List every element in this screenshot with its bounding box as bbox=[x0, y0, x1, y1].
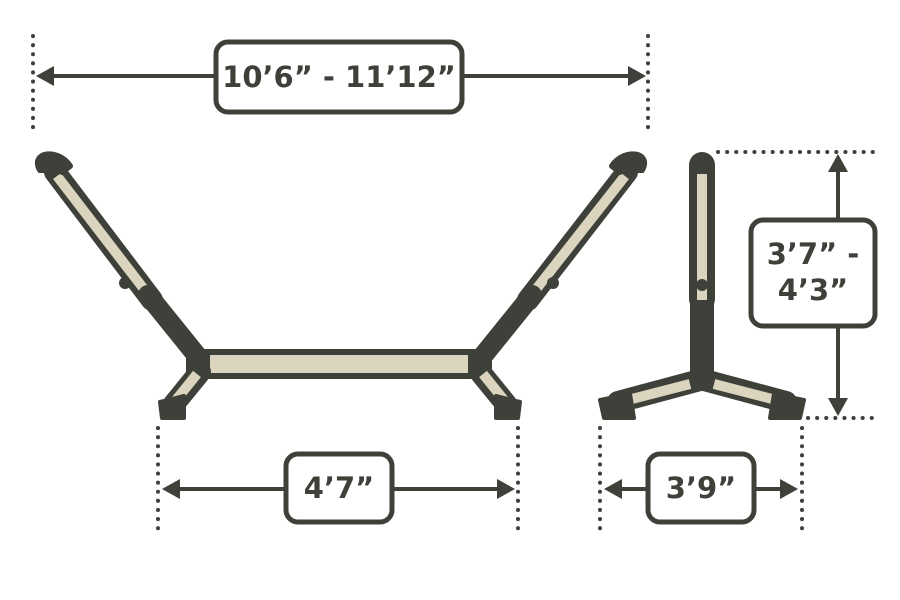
height-label-line2: 4’3” bbox=[778, 273, 848, 307]
base-length-label: 4’7” bbox=[304, 471, 374, 505]
base-width-label-box bbox=[645, 451, 757, 525]
height-dimension: 3’7” - 4’3” bbox=[716, 150, 882, 420]
side-left-leg bbox=[598, 369, 711, 420]
center-base-bar bbox=[186, 349, 492, 379]
base-length-arrow-right-head bbox=[497, 479, 515, 499]
height-label-line1: 3’7” - bbox=[767, 237, 860, 271]
overall-length-dimension: 10’6” - 11’12” bbox=[31, 34, 650, 138]
overall-length-label-box bbox=[213, 39, 465, 115]
base-length-label-box bbox=[283, 451, 395, 525]
right-hook bbox=[609, 151, 647, 175]
stand-front-view bbox=[35, 151, 647, 420]
base-width-label: 3’9” bbox=[666, 471, 736, 505]
base-width-dimension: 3’9” bbox=[598, 426, 804, 534]
base-length-dimension: 4’7” bbox=[156, 426, 520, 534]
left-arm bbox=[35, 151, 212, 372]
side-right-leg bbox=[693, 369, 806, 420]
base-width-arrow-left-head bbox=[604, 479, 622, 499]
right-foot bbox=[469, 361, 522, 420]
overall-length-arrow-right-head bbox=[628, 66, 646, 86]
base-width-arrow-right-head bbox=[780, 479, 798, 499]
overall-length-label: 10’6” - 11’12” bbox=[222, 60, 456, 94]
overall-length-arrow-left-head bbox=[36, 66, 54, 86]
left-hook bbox=[35, 151, 73, 175]
right-arm bbox=[468, 151, 647, 372]
height-label-box bbox=[748, 217, 878, 329]
height-arrow-bottom-head bbox=[828, 398, 848, 416]
height-arrow-top-head bbox=[828, 154, 848, 172]
base-length-arrow-left-head bbox=[162, 479, 180, 499]
stand-side-view bbox=[598, 152, 806, 420]
left-foot bbox=[158, 361, 211, 420]
